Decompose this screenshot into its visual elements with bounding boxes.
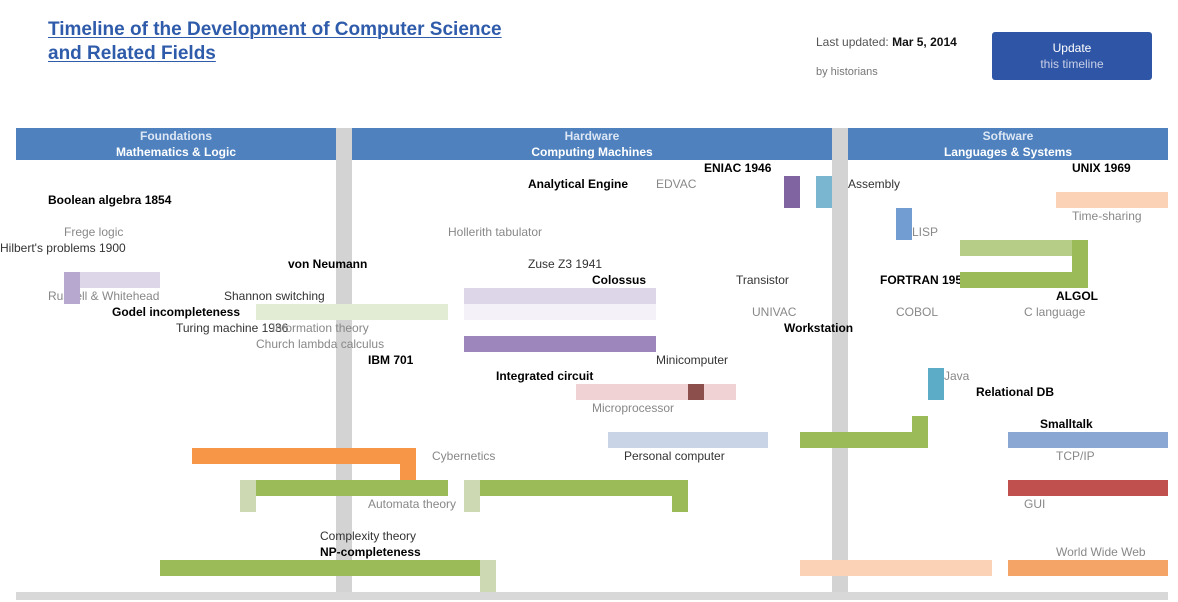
timeline-entry[interactable]: IBM 701	[368, 353, 414, 367]
era-bar	[464, 288, 656, 304]
era-bar	[240, 480, 448, 496]
update-button-line-1: Update	[1052, 41, 1092, 55]
timeline-entry[interactable]: Analytical Engine	[528, 177, 629, 191]
timeline-entry[interactable]: Frege logic	[64, 225, 124, 239]
timeline-entry[interactable]: Transistor	[736, 273, 789, 287]
era-bar	[1056, 192, 1168, 208]
timeline-entry[interactable]: ENIAC 1946	[704, 161, 772, 175]
era-bar	[608, 432, 768, 448]
era-bar	[64, 272, 160, 288]
era-bar-tick	[480, 560, 496, 592]
era-marker	[928, 368, 944, 400]
timeline-entry[interactable]: Smalltalk	[1040, 417, 1093, 431]
timeline-entry[interactable]: NP-completeness	[320, 545, 421, 559]
updated-sub: by historians	[816, 66, 878, 78]
era-bar	[464, 304, 656, 320]
era-bar-tick	[672, 480, 688, 512]
column-divider	[336, 128, 352, 592]
timeline-entry[interactable]: C language	[1024, 305, 1086, 319]
column-header-foundations: Foundations Mathematics & Logic	[16, 128, 336, 160]
era-bar-tick	[400, 448, 416, 480]
era-bar	[160, 560, 496, 576]
timeline-entry[interactable]: Automata theory	[368, 497, 457, 511]
column-divider	[832, 128, 848, 592]
era-bar	[1008, 560, 1168, 576]
timeline-entry[interactable]: Hollerith tabulator	[448, 225, 543, 239]
timeline-entry[interactable]: Relational DB	[976, 385, 1055, 399]
era-bar	[800, 432, 928, 448]
timeline-entry[interactable]: ALGOL	[1056, 289, 1098, 303]
timeline-entry[interactable]: World Wide Web	[1056, 545, 1146, 559]
timeline-entry[interactable]: Church lambda calculus	[256, 337, 385, 351]
era-bar	[1008, 432, 1168, 448]
column-header-label: Computing Machines	[531, 145, 653, 159]
column-header-label: Languages & Systems	[943, 145, 1073, 159]
era-marker	[816, 176, 832, 208]
timeline-entry[interactable]: Godel incompleteness	[112, 305, 241, 319]
era-bar	[464, 336, 656, 352]
title-line-2: and Related Fields	[48, 43, 216, 64]
timeline-entry[interactable]: Java	[944, 369, 970, 383]
timeline-entry[interactable]: Turing machine 1936	[176, 321, 289, 335]
updated-date: Mar 5, 2014	[892, 35, 957, 49]
timeline-entry[interactable]: Time-sharing	[1072, 209, 1142, 223]
timeline-entry[interactable]: Personal computer	[624, 449, 725, 463]
update-timeline-button[interactable]: Update this timeline	[992, 32, 1152, 80]
era-bar	[960, 240, 1088, 256]
column-header-hardware: Hardware Computing Machines	[352, 128, 832, 160]
timeline-entry[interactable]: von Neumann	[288, 257, 368, 271]
timeline-entry[interactable]: Colossus	[592, 273, 647, 287]
timeline-entry[interactable]: Workstation	[784, 321, 854, 335]
era-bar	[464, 480, 688, 496]
timeline-entry[interactable]: Information theory	[272, 321, 369, 335]
timeline-entry[interactable]: Zuse Z3 1941	[528, 257, 603, 271]
timeline-entry[interactable]: LISP	[912, 225, 939, 239]
era-bar	[256, 304, 448, 320]
timeline-entry[interactable]: UNIX 1969	[1072, 161, 1131, 175]
timeline-entry[interactable]: Cybernetics	[432, 449, 496, 463]
timeline-entry[interactable]: Microprocessor	[592, 401, 675, 415]
timeline-entry[interactable]: FORTRAN 1957	[880, 273, 969, 287]
era-bar	[960, 272, 1088, 288]
timeline-entry[interactable]: Integrated circuit	[496, 369, 594, 383]
timeline-entry[interactable]: TCP/IP	[1056, 449, 1095, 463]
title-line-1: Timeline of the Development of Computer …	[48, 19, 502, 40]
timeline-entry[interactable]: Hilbert's problems 1900	[0, 241, 126, 255]
era-bar	[192, 448, 416, 464]
timeline-entry[interactable]: Shannon switching	[224, 289, 325, 303]
era-marker	[896, 208, 912, 240]
column-header-top: Software	[982, 129, 1034, 143]
era-marker	[688, 384, 704, 400]
era-bar	[576, 384, 736, 400]
timeline-entry[interactable]: Complexity theory	[320, 529, 417, 543]
last-updated: Last updated: Mar 5, 2014 by historians	[816, 34, 957, 80]
era-bar	[800, 560, 992, 576]
era-bar	[1008, 480, 1168, 496]
timeline-entry[interactable]: COBOL	[896, 305, 939, 319]
era-bar-tick	[464, 480, 480, 512]
timeline-entry[interactable]: UNIVAC	[752, 305, 797, 319]
timeline-entry[interactable]: GUI	[1024, 497, 1046, 511]
timeline-entry[interactable]: EDVAC	[656, 177, 697, 191]
timeline-baseline	[16, 592, 1168, 600]
column-header-top: Foundations	[140, 129, 212, 143]
timeline-entry[interactable]: Minicomputer	[656, 353, 729, 367]
update-button-line-2: this timeline	[1040, 57, 1104, 71]
timeline-entry[interactable]: Assembly	[848, 177, 901, 191]
era-marker	[784, 176, 800, 208]
era-bar-tick	[64, 272, 80, 304]
timeline-title-link[interactable]: Timeline of the Development of Computer …	[48, 18, 648, 66]
timeline-entry[interactable]: Boolean algebra 1854	[48, 193, 172, 207]
era-bar-tick	[1072, 240, 1088, 288]
column-header-label: Mathematics & Logic	[115, 145, 237, 159]
updated-label: Last updated:	[816, 35, 889, 49]
era-bar-tick	[912, 416, 928, 448]
column-header-software: Software Languages & Systems	[848, 128, 1168, 160]
column-header-top: Hardware	[564, 129, 620, 143]
era-bar-tick	[240, 480, 256, 512]
